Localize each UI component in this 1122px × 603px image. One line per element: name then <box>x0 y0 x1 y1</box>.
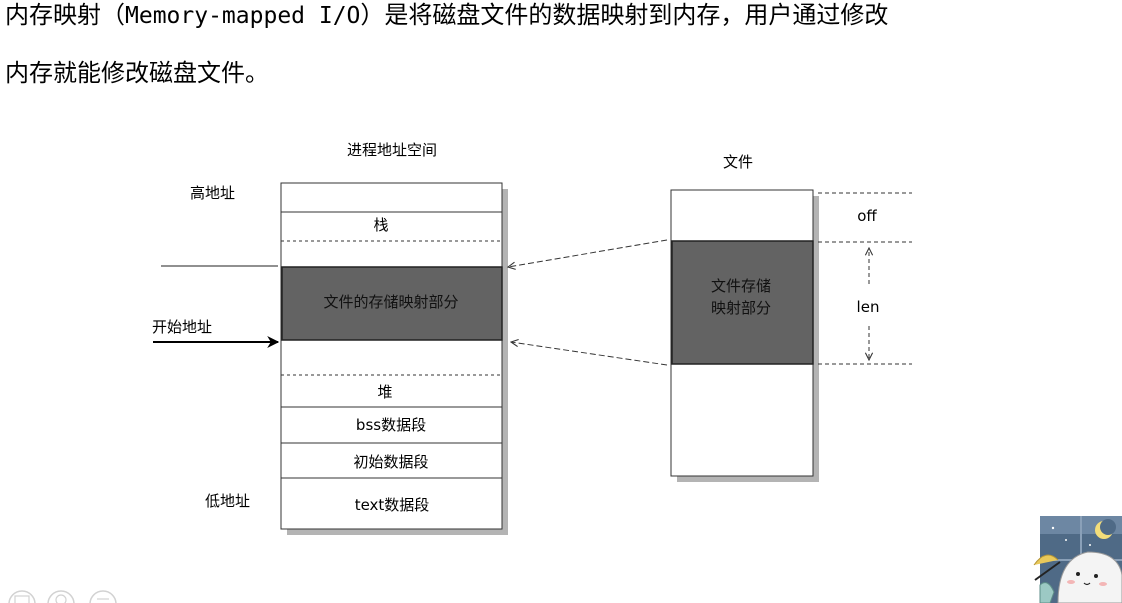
article-text-code: Memory-mapped I/O <box>125 3 361 29</box>
file-mapped-label-line-2: 映射部分 <box>711 299 771 317</box>
comment-icon[interactable] <box>47 590 75 603</box>
process-box <box>280 182 503 530</box>
stack-segment-label: 栈 <box>373 216 388 234</box>
share-icon[interactable] <box>89 590 117 603</box>
bss-segment-label: bss数据段 <box>356 416 426 434</box>
low-address-label: 低地址 <box>205 492 250 510</box>
mapped-segment-label: 文件的存储映射部分 <box>323 293 458 311</box>
file-mapped-label-line-1: 文件存储 <box>711 277 771 295</box>
start-address-label: 开始地址 <box>152 318 212 336</box>
offset-label: off <box>857 207 877 225</box>
article-paragraph-line-1: 内存映射（Memory-mapped I/O）是将磁盘文件的数据映射到内存，用户… <box>5 0 888 31</box>
file-title: 文件 <box>723 153 753 171</box>
heap-segment-label: 堆 <box>377 383 392 401</box>
mapped-segment <box>281 266 503 341</box>
process-space-title: 进程地址空间 <box>347 141 437 159</box>
high-address-label: 高地址 <box>190 184 235 202</box>
article-text-a: 内存映射（ <box>5 1 125 29</box>
image-icon[interactable] <box>8 590 36 603</box>
bottom-left-icons <box>8 590 117 603</box>
init-data-segment-label: 初始数据段 <box>353 453 428 471</box>
article-text-b: ）是将磁盘文件的数据映射到内存，用户通过修改 <box>360 1 889 29</box>
text-segment-label: text数据段 <box>355 496 430 514</box>
offset-length-markers: off len <box>818 192 912 365</box>
file-block: 文件 文件存储 映射部分 <box>670 153 819 482</box>
article-paragraph-line-2: 内存就能修改磁盘文件。 <box>5 59 269 87</box>
mapping-arrow-bottom <box>511 342 668 366</box>
mapping-arrow-top <box>508 239 668 267</box>
process-address-space: 进程地址空间 栈 文件的存储映射部分 堆 bss数据段 初始数据段 text数据… <box>280 141 508 535</box>
length-label: len <box>857 298 880 316</box>
file-mapped-region <box>671 240 814 365</box>
mascot-sticker-icon <box>1033 516 1122 603</box>
